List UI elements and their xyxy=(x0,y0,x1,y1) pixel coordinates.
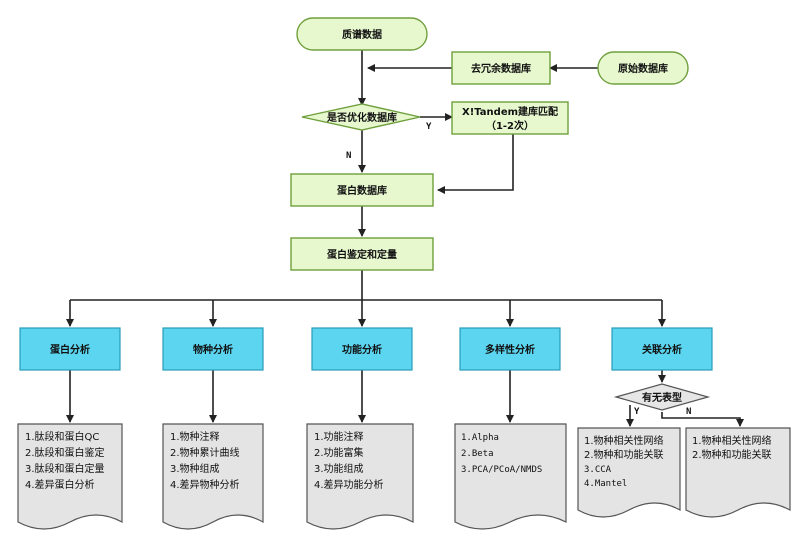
svg-text:蛋白分析: 蛋白分析 xyxy=(50,343,90,356)
node-association-analysis: 关联分析 xyxy=(611,327,713,371)
node-species-analysis: 物种分析 xyxy=(162,327,264,371)
svg-text:2.物种和功能关联: 2.物种和功能关联 xyxy=(692,448,772,461)
doc-species: 1.物种注释 2.物种累计曲线 3.物种组成 4.差异物种分析 xyxy=(162,423,264,530)
svg-text:1.肽段和蛋白QC: 1.肽段和蛋白QC xyxy=(25,430,99,443)
svg-text:2.Beta: 2.Beta xyxy=(461,449,494,459)
node-protein-analysis: 蛋白分析 xyxy=(19,327,121,371)
svg-text:3.功能组成: 3.功能组成 xyxy=(314,462,364,475)
svg-text:X!Tandem建库匹配: X!Tandem建库匹配 xyxy=(462,105,558,118)
node-protein-id-quant: 蛋白鉴定和定量 xyxy=(290,237,434,271)
svg-text:去冗余数据库: 去冗余数据库 xyxy=(471,62,531,75)
node-ms-data: 质谱数据 xyxy=(296,17,428,51)
svg-text:1.物种注释: 1.物种注释 xyxy=(170,430,220,443)
node-optimize-decision: 是否优化数据库 xyxy=(301,103,421,131)
node-xtandem: X!Tandem建库匹配 （1-2次） xyxy=(451,101,569,135)
svg-text:2.物种累计曲线: 2.物种累计曲线 xyxy=(170,446,240,459)
svg-text:4.差异功能分析: 4.差异功能分析 xyxy=(314,478,384,491)
doc-association-yes: 1.物种相关性网络 2.物种和功能关联 3.CCA 4.Mantel xyxy=(577,427,681,518)
svg-text:3.CCA: 3.CCA xyxy=(584,465,612,475)
node-raw-db: 原始数据库 xyxy=(597,51,689,85)
doc-function: 1.功能注释 2.功能富集 3.功能组成 4.差异功能分析 xyxy=(306,423,414,530)
svg-text:2.物种和功能关联: 2.物种和功能关联 xyxy=(584,448,664,461)
svg-text:4.差异蛋白分析: 4.差异蛋白分析 xyxy=(25,478,95,491)
doc-diversity: 1.Alpha 2.Beta 3.PCA/PCoA/NMDS xyxy=(454,423,567,530)
connectors xyxy=(66,50,744,427)
svg-text:4.Mantel: 4.Mantel xyxy=(584,479,627,489)
node-protein-db: 蛋白数据库 xyxy=(290,173,434,207)
svg-text:2.功能富集: 2.功能富集 xyxy=(314,446,364,459)
svg-text:1.Alpha: 1.Alpha xyxy=(461,433,499,443)
svg-text:物种分析: 物种分析 xyxy=(193,343,233,356)
svg-text:1.物种相关性网络: 1.物种相关性网络 xyxy=(584,434,664,447)
node-function-analysis: 功能分析 xyxy=(311,327,413,371)
doc-protein: 1.肽段和蛋白QC 2.肽段和蛋白鉴定 3.肽段和蛋白定量 4.差异蛋白分析 xyxy=(17,423,123,530)
edge-phenotype-no xyxy=(661,412,744,427)
label-yes: Y xyxy=(426,122,432,132)
label-no-phenotype: N xyxy=(686,407,691,417)
svg-text:3.肽段和蛋白定量: 3.肽段和蛋白定量 xyxy=(25,462,105,475)
svg-text:关联分析: 关联分析 xyxy=(642,343,682,356)
svg-text:质谱数据: 质谱数据 xyxy=(342,28,382,41)
svg-text:蛋白鉴定和定量: 蛋白鉴定和定量 xyxy=(327,248,397,261)
svg-text:多样性分析: 多样性分析 xyxy=(485,343,535,356)
label-yes-phenotype: Y xyxy=(634,407,640,417)
svg-text:（1-2次）: （1-2次） xyxy=(486,119,534,132)
node-phenotype-decision: 有无表型 xyxy=(613,383,711,411)
svg-text:4.差异物种分析: 4.差异物种分析 xyxy=(170,478,240,491)
svg-text:1.功能注释: 1.功能注释 xyxy=(314,430,364,443)
doc-association-no: 1.物种相关性网络 2.物种和功能关联 xyxy=(685,427,791,518)
label-no: N xyxy=(346,151,351,161)
svg-text:原始数据库: 原始数据库 xyxy=(618,62,668,75)
svg-text:有无表型: 有无表型 xyxy=(642,391,682,404)
svg-text:3.PCA/PCoA/NMDS: 3.PCA/PCoA/NMDS xyxy=(461,465,542,475)
svg-text:1.物种相关性网络: 1.物种相关性网络 xyxy=(692,434,772,447)
node-dedup-db: 去冗余数据库 xyxy=(451,51,551,85)
edge-xtandem-to-proteindb xyxy=(437,133,514,194)
svg-text:蛋白数据库: 蛋白数据库 xyxy=(337,184,387,197)
svg-text:3.物种组成: 3.物种组成 xyxy=(170,462,220,475)
svg-text:功能分析: 功能分析 xyxy=(342,343,382,356)
svg-text:2.肽段和蛋白鉴定: 2.肽段和蛋白鉴定 xyxy=(25,446,105,459)
node-diversity-analysis: 多样性分析 xyxy=(459,327,561,371)
svg-text:是否优化数据库: 是否优化数据库 xyxy=(326,111,397,124)
